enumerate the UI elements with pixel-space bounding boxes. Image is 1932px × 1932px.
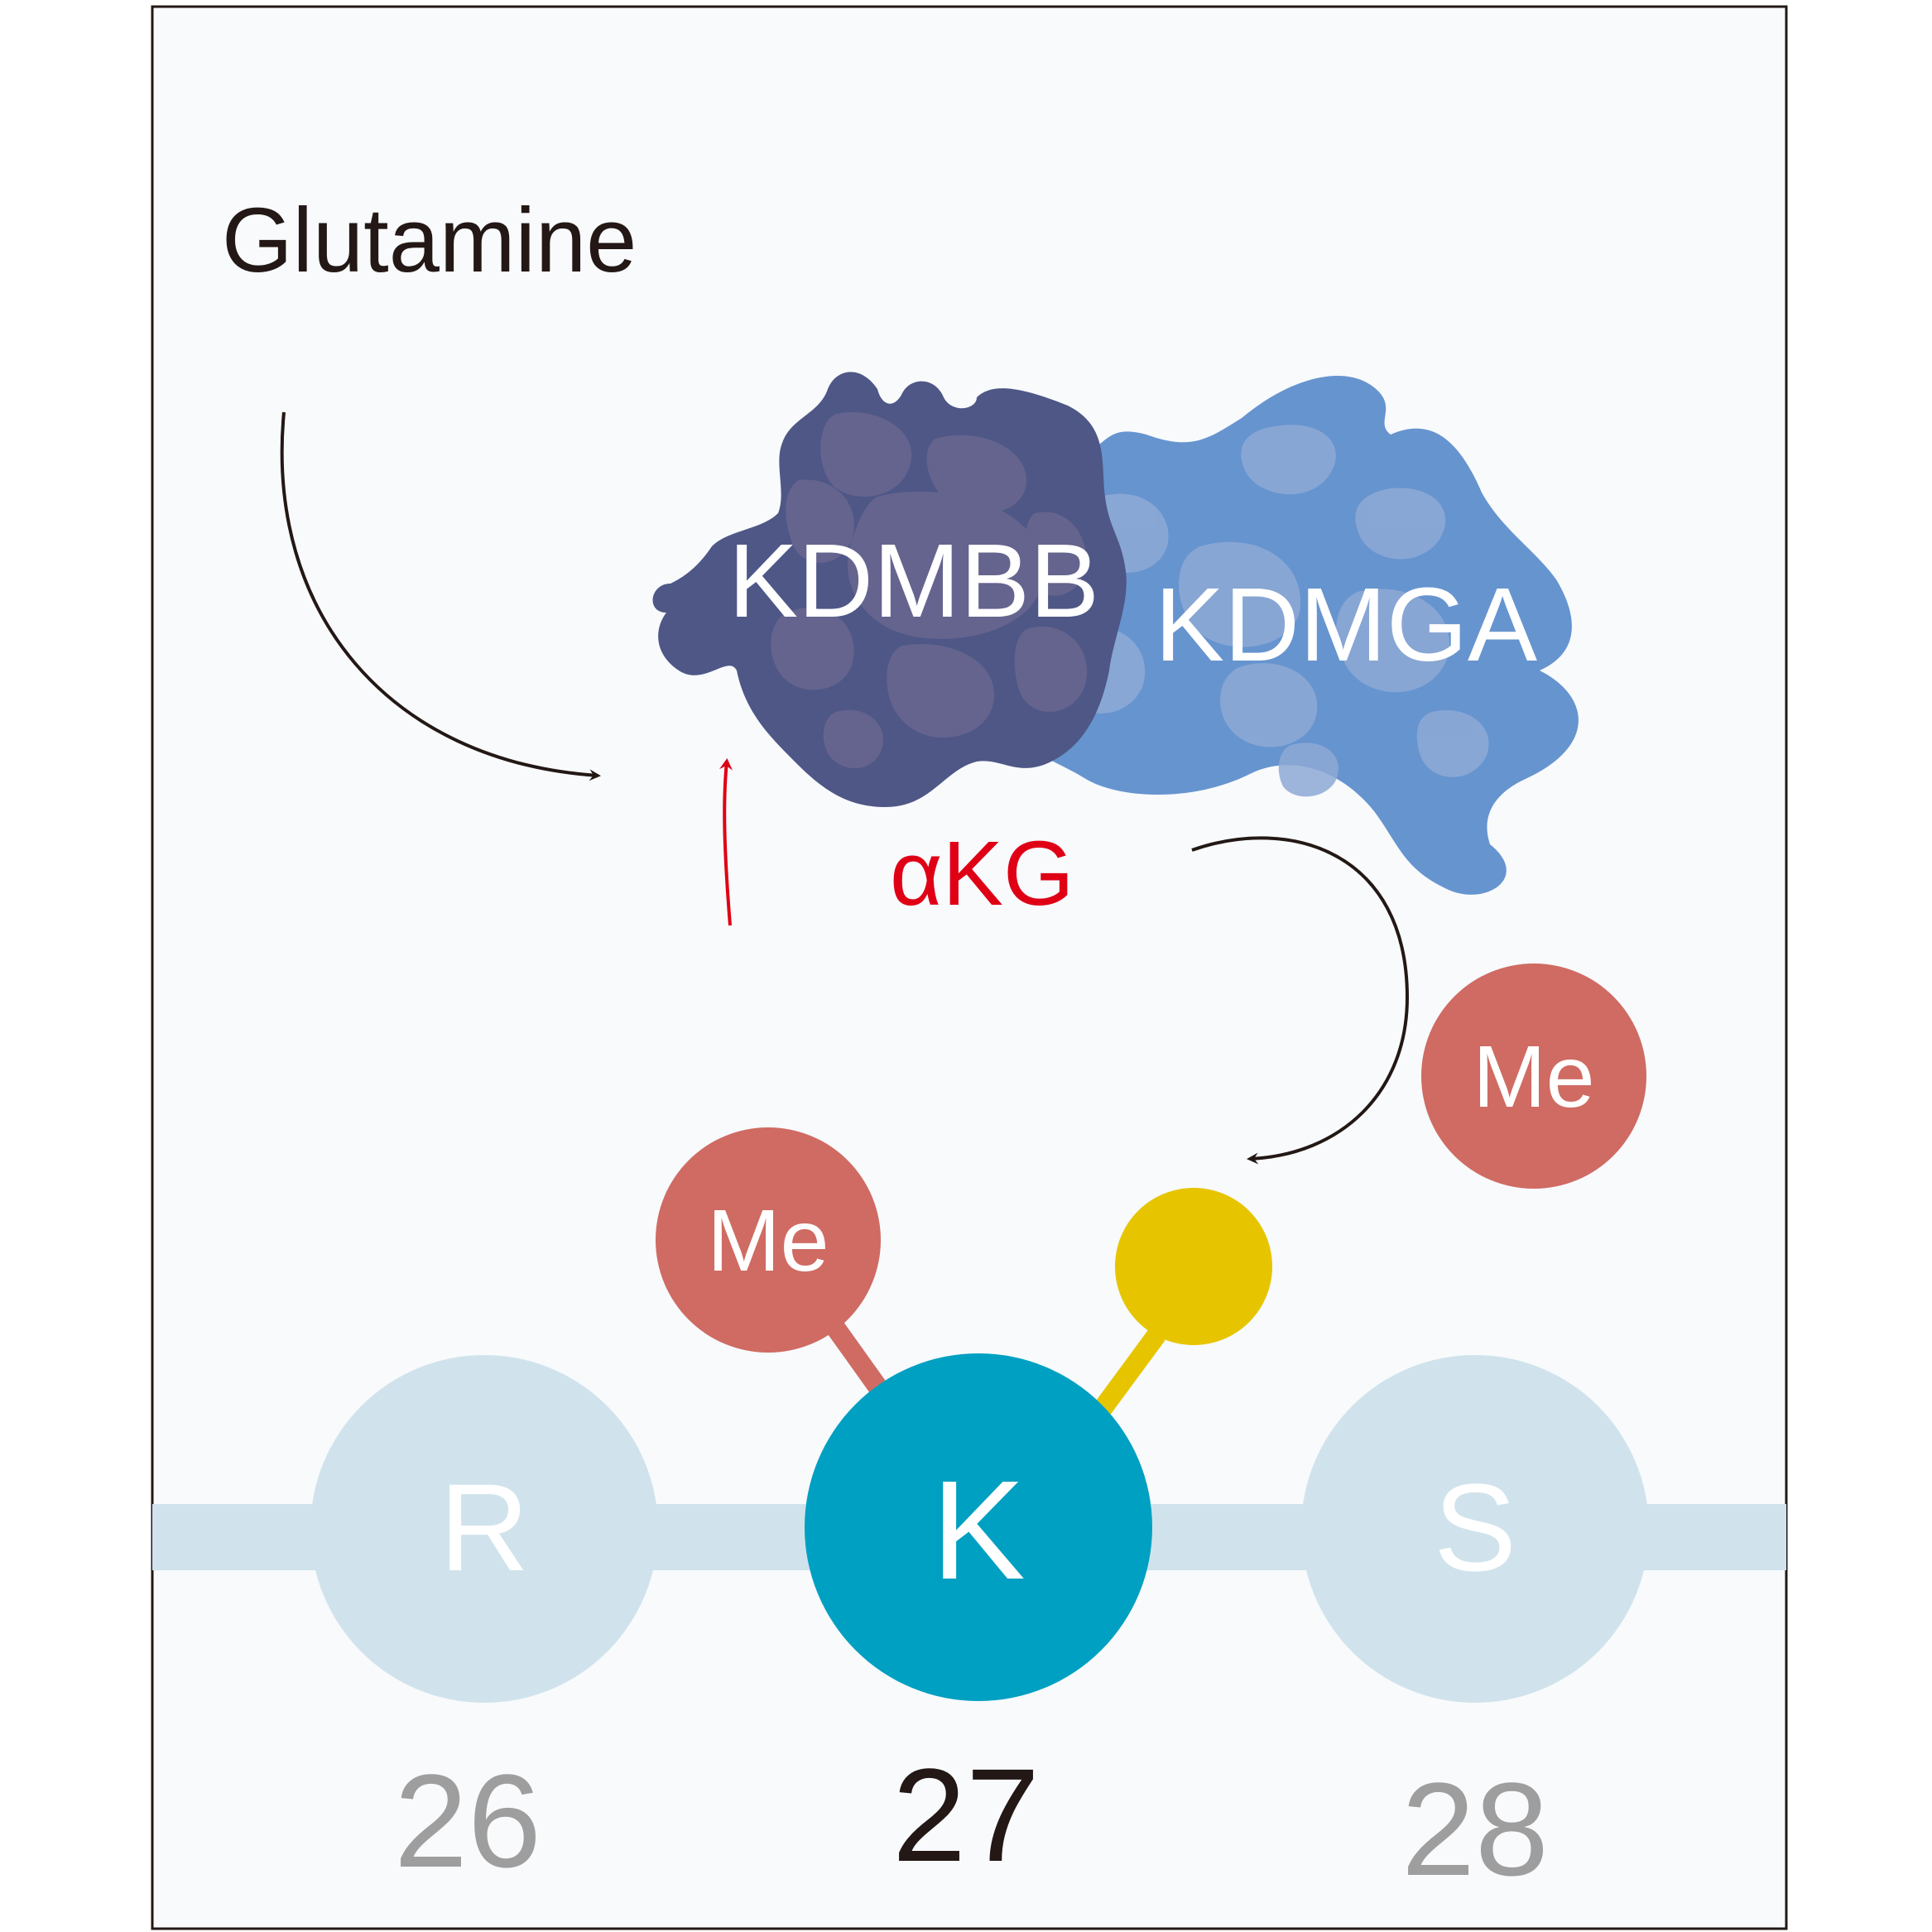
residue-r-letter: R: [440, 1458, 529, 1597]
residue-k-letter: K: [931, 1452, 1025, 1609]
demethylation-arrow: [1191, 836, 1410, 1165]
glutamine-arrow: [280, 411, 601, 781]
acceptor-site-circle: [1115, 1188, 1272, 1345]
glutamine-label: Glutamine: [222, 190, 637, 291]
free-methyl-circle: [1421, 964, 1646, 1189]
free-methyl-label: Me: [1473, 1028, 1594, 1126]
kdmbb-label: KDMBB: [728, 522, 1099, 639]
residue-s-circle: [1301, 1355, 1649, 1703]
kdmbb-enzyme: [652, 372, 1127, 808]
methyl-bond: [824, 1317, 886, 1392]
residue-r-circle: [310, 1355, 658, 1703]
acceptor-bond: [1091, 1328, 1165, 1420]
akg-arrow: [719, 758, 733, 926]
kdmga-label: KDMGA: [1155, 566, 1537, 683]
residue-s-letter: S: [1434, 1458, 1516, 1597]
residue-k-circle: [805, 1353, 1152, 1701]
residue-number-28: 28: [1401, 1755, 1549, 1903]
residue-number-26: 26: [394, 1747, 541, 1895]
akg-label: αKG: [890, 823, 1074, 925]
residue-number-27: 27: [892, 1741, 1040, 1889]
bound-methyl-label: Me: [707, 1192, 829, 1290]
bound-methyl-circle: [656, 1127, 881, 1353]
